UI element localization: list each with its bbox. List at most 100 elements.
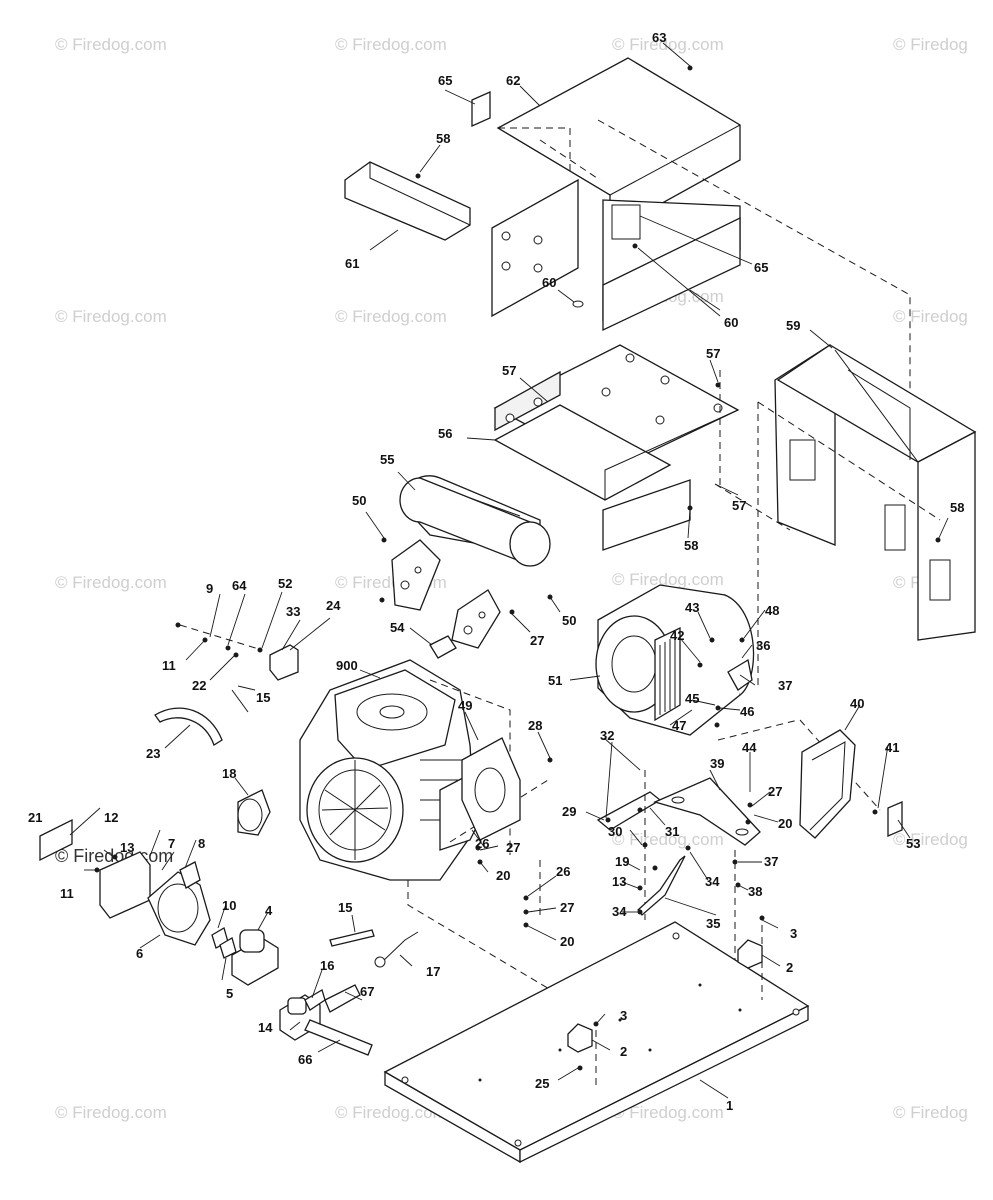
- alternator-51: [595, 584, 755, 736]
- callout-51: 51: [548, 673, 562, 688]
- label-21: [39, 818, 73, 862]
- watermark: © Firedog: [893, 307, 968, 326]
- callout-22: 22: [192, 678, 206, 693]
- fuel-regulator-6: [147, 861, 211, 946]
- callout-54: 54: [390, 620, 405, 635]
- bracket-24: [269, 644, 299, 681]
- callout-66: 66: [298, 1052, 312, 1067]
- callout-58: 58: [436, 131, 450, 146]
- callout-17: 17: [426, 964, 440, 979]
- callout-34: 34: [612, 904, 627, 919]
- grommet-60: [572, 300, 584, 308]
- callout-19: 19: [615, 854, 629, 869]
- callout-57: 57: [706, 346, 720, 361]
- callout-56: 56: [438, 426, 452, 441]
- callout-58: 58: [684, 538, 698, 553]
- watermark: © Firedog.com: [55, 35, 167, 54]
- callout-47: 47: [672, 718, 686, 733]
- callout-25: 25: [535, 1076, 549, 1091]
- watermark: © Firedog.com: [55, 1103, 167, 1122]
- callout-41: 41: [885, 740, 899, 755]
- watermark: © Firedog: [893, 1103, 968, 1122]
- callout-5: 5: [226, 986, 233, 1001]
- callout-39: 39: [710, 756, 724, 771]
- callout-12: 12: [104, 810, 118, 825]
- callout-1: 1: [726, 1098, 733, 1113]
- callout-37: 37: [764, 854, 778, 869]
- watermark-layer: © Firedog.com © Firedog.com © Firedog.co…: [55, 35, 968, 1122]
- callout-60: 60: [542, 275, 556, 290]
- callout-65: 65: [438, 73, 452, 88]
- callout-59: 59: [786, 318, 800, 333]
- muffler-bracket-56: [493, 344, 740, 551]
- callout-2: 2: [786, 960, 793, 975]
- callout-18: 18: [222, 766, 236, 781]
- side-panel-59: [774, 344, 977, 641]
- callout-65: 65: [754, 260, 768, 275]
- callout-58: 58: [950, 500, 964, 515]
- callout-50: 50: [352, 493, 366, 508]
- callout-55: 55: [380, 452, 394, 467]
- callout-43: 43: [685, 600, 699, 615]
- callout-48: 48: [765, 603, 779, 618]
- callout-2: 2: [620, 1044, 627, 1059]
- roof-panel-62: [491, 57, 741, 332]
- leader-lines: [69, 42, 949, 1099]
- muffler-55: [391, 475, 551, 649]
- callout-57: 57: [732, 498, 746, 513]
- adapter-plate-49: [461, 737, 521, 841]
- screw-58-top: [415, 173, 421, 179]
- callout-6: 6: [136, 946, 143, 961]
- fastener-60: [632, 243, 638, 249]
- callout-63: 63: [652, 30, 666, 45]
- callout-36: 36: [756, 638, 770, 653]
- callout-labels: 63 62 65 58 61 65 60 60 59 57 57 56 57 5…: [28, 30, 964, 1113]
- callout-13: 13: [612, 874, 626, 889]
- callout-33: 33: [286, 604, 300, 619]
- watermark: © Firedog.com: [612, 830, 724, 849]
- callout-46: 46: [740, 704, 754, 719]
- watermark: © Firedog.com: [335, 1103, 447, 1122]
- vibration-mount-2a: [567, 1023, 593, 1053]
- hose-67: [324, 984, 361, 1013]
- callout-67: 67: [360, 984, 374, 999]
- watermark: © Firedog.com: [55, 307, 167, 326]
- callout-30: 30: [608, 824, 622, 839]
- callout-57: 57: [502, 363, 516, 378]
- callout-16: 16: [320, 958, 334, 973]
- callout-61: 61: [345, 256, 359, 271]
- callout-11: 11: [60, 886, 74, 901]
- callout-34: 34: [705, 874, 720, 889]
- callout-49: 49: [458, 698, 472, 713]
- callout-32: 32: [600, 728, 614, 743]
- callout-15: 15: [338, 900, 352, 915]
- watermark: © Firedog.com: [55, 573, 167, 592]
- callout-3: 3: [790, 926, 797, 941]
- callout-13: 13: [120, 840, 134, 855]
- callout-24: 24: [326, 598, 341, 613]
- callout-44: 44: [742, 740, 757, 755]
- engine-900: [299, 659, 491, 881]
- callout-31: 31: [665, 824, 679, 839]
- callout-9: 9: [206, 581, 213, 596]
- fuel-line-15a: [231, 689, 249, 713]
- watermark: © Firedog: [893, 830, 968, 849]
- callout-900: 900: [336, 658, 358, 673]
- callout-38: 38: [748, 884, 762, 899]
- callout-14: 14: [258, 1020, 273, 1035]
- callout-8: 8: [198, 836, 205, 851]
- callout-35: 35: [706, 916, 720, 931]
- watermark: © Firedog.com: [612, 570, 724, 589]
- callout-26: 26: [475, 836, 489, 851]
- callout-52: 52: [278, 576, 292, 591]
- gasket-54: [429, 635, 457, 659]
- callout-27: 27: [560, 900, 574, 915]
- hose-23: [154, 707, 223, 746]
- callout-60: 60: [724, 315, 738, 330]
- watermark: © Firedog: [893, 35, 968, 54]
- fuel-solenoid-4: [231, 929, 279, 986]
- watermark: © Firedog.com: [335, 307, 447, 326]
- callout-27: 27: [768, 784, 782, 799]
- intake-adapter-18: [237, 789, 271, 836]
- label-plate-65: [471, 90, 491, 128]
